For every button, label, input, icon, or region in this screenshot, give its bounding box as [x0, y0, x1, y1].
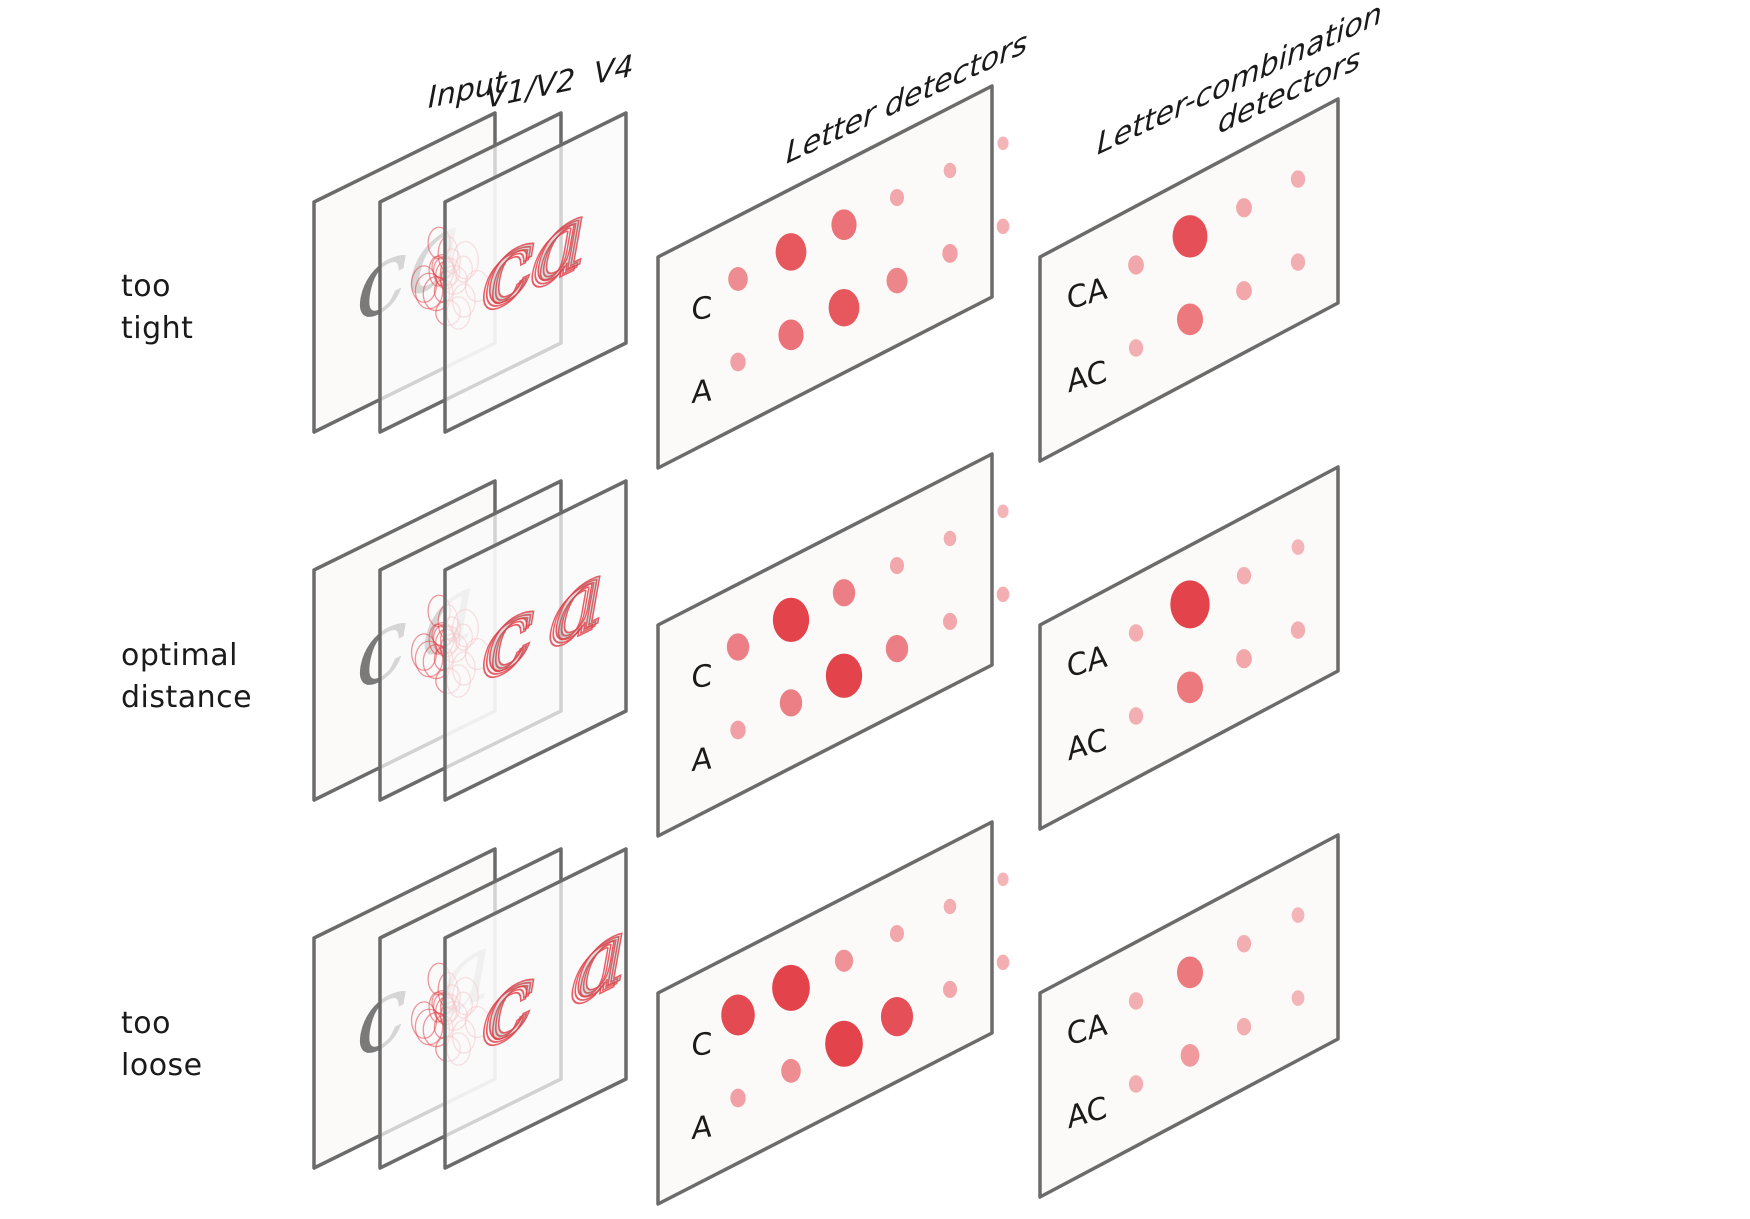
- letter-detector-panel: [656, 820, 994, 1206]
- v4-panel: [443, 847, 628, 1170]
- letter-activation-dot: [730, 720, 746, 740]
- combo-activation-dot: [1128, 992, 1144, 1010]
- letter-label-c: C: [689, 658, 715, 696]
- combo-activation-dot: [1236, 281, 1252, 301]
- letter-activation-dot: [831, 209, 857, 241]
- letter-activation-dot: [730, 1088, 746, 1108]
- letter-activation-dot: [996, 218, 1010, 235]
- row-label-line: loose: [121, 1048, 203, 1083]
- letter-activation-dot: [942, 612, 958, 631]
- letter-activation-dot: [997, 504, 1009, 519]
- combo-activation-dot: [1291, 990, 1305, 1006]
- combo-activation-dot: [1236, 198, 1252, 218]
- letter-activation-dot: [775, 233, 807, 271]
- letter-activation-dot: [772, 964, 810, 1011]
- row-label-line: optimal: [121, 638, 238, 673]
- letter-activation-dot: [778, 319, 804, 351]
- letter-activation-dot: [885, 634, 909, 663]
- row-label-line: tight: [121, 311, 194, 346]
- combo-activation-dot: [1290, 621, 1306, 639]
- letter-activation-dot: [996, 586, 1010, 603]
- letter-activation-dot: [721, 994, 755, 1036]
- row-label-line: too: [121, 269, 171, 304]
- combo-activation-dot: [1290, 170, 1306, 188]
- letter-activation-dot: [942, 980, 958, 999]
- combo-activation-dot: [1128, 339, 1144, 357]
- letter-activation-dot: [880, 996, 914, 1037]
- letter-activation-dot: [996, 954, 1010, 971]
- receptive-field-blob: [410, 265, 438, 303]
- letter-activation-dot: [889, 925, 905, 943]
- v4-panel: [443, 479, 628, 802]
- letter-activation-dot: [943, 162, 957, 179]
- letter-activation-dot: [886, 267, 908, 294]
- combo-activation-dot: [1170, 580, 1210, 629]
- letter-detector-panel: [656, 452, 994, 838]
- row-label-optimal-distance: optimal distance: [121, 635, 252, 719]
- letter-label-c: C: [689, 1026, 715, 1064]
- row-label-line: too: [121, 1006, 171, 1041]
- letter-activation-dot: [828, 288, 860, 327]
- combo-activation-dot: [1128, 707, 1144, 725]
- combo-activation-dot: [1291, 907, 1305, 923]
- letter-activation-dot: [943, 530, 957, 547]
- diagram-row: cacacacaCACAAC: [312, 820, 1340, 1206]
- letter-activation-dot: [889, 189, 905, 207]
- letter-activation-dot: [834, 949, 854, 972]
- combo-activation-dot: [1176, 956, 1204, 989]
- letter-activation-dot: [997, 136, 1009, 151]
- letter-activation-dot: [779, 689, 803, 717]
- combo-activation-dot: [1176, 303, 1204, 336]
- combo-activation-dot: [1236, 935, 1252, 953]
- rows-layer: cacacacaCACAACcacacacaCACAACcacacacaCACA…: [312, 84, 1340, 1206]
- combo-activation-dot: [1176, 671, 1204, 704]
- combo-activation-dot: [1236, 567, 1252, 585]
- combo-activation-dot: [1290, 253, 1306, 271]
- combo-activation-dot: [1128, 1075, 1144, 1093]
- letter-label-c: C: [689, 290, 715, 328]
- row-label-too-tight: too tight: [121, 266, 193, 350]
- combo-activation-dot: [1128, 624, 1144, 642]
- combo-activation-dot: [1128, 255, 1144, 275]
- combo-detector-panel: [1038, 465, 1340, 831]
- letter-detector-panel: [656, 84, 994, 470]
- letter-activation-dot: [825, 653, 863, 698]
- diagram-row: cacacacaCACAAC: [312, 452, 1340, 838]
- letter-activation-dot: [730, 352, 746, 372]
- row-label-too-loose: too loose: [121, 1003, 203, 1087]
- combo-activation-dot: [1236, 1018, 1252, 1036]
- combo-activation-dot: [1236, 649, 1252, 669]
- combo-activation-dot: [1291, 539, 1305, 555]
- letter-activation-dot: [772, 597, 810, 643]
- letter-activation-dot: [943, 898, 957, 915]
- letter-activation-dot: [997, 872, 1009, 887]
- diagram-row: cacacacaCACAAC: [312, 84, 1340, 470]
- letter-activation-dot: [825, 1020, 863, 1067]
- v4-panel: [443, 111, 628, 434]
- combo-activation-dot: [1180, 1043, 1200, 1067]
- letter-activation-dot: [889, 557, 905, 575]
- letter-activation-dot: [942, 244, 958, 263]
- letter-activation-dot: [832, 579, 856, 607]
- combo-detector-panel: [1038, 97, 1340, 463]
- combo-activation-dot: [1172, 215, 1208, 258]
- letter-activation-dot: [781, 1058, 801, 1083]
- letter-activation-dot: [726, 633, 750, 661]
- row-label-line: distance: [121, 680, 253, 715]
- combo-detector-panel: [1038, 833, 1340, 1199]
- header-v4: V4: [594, 49, 634, 92]
- receptive-field-blob: [410, 633, 438, 671]
- letter-activation-dot: [728, 267, 748, 291]
- receptive-field-blob: [410, 1001, 438, 1039]
